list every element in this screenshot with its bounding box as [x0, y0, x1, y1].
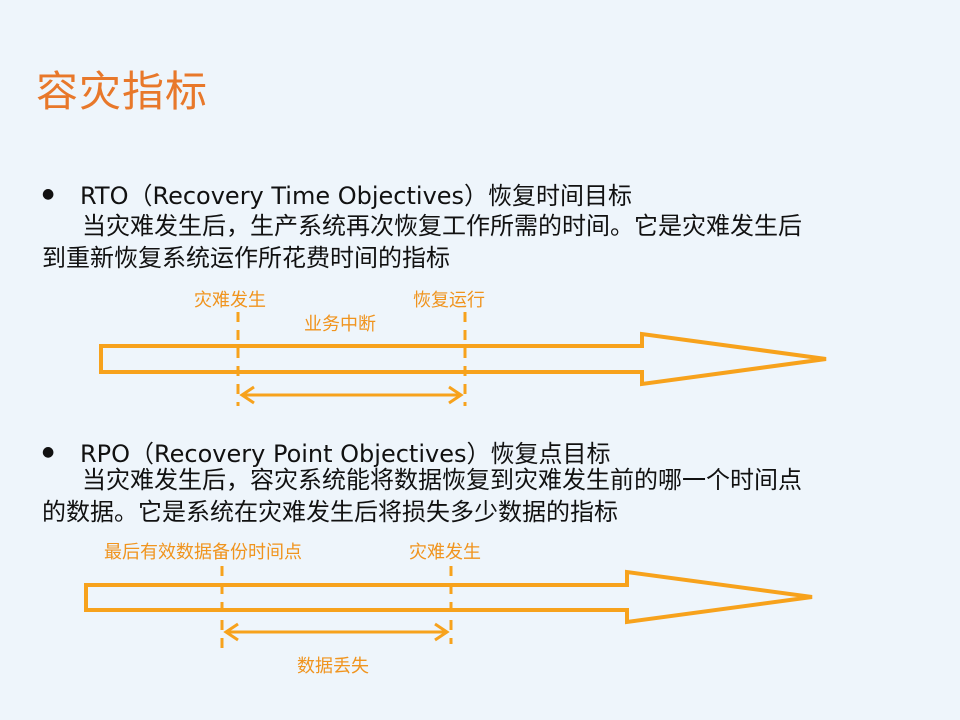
bullet-rto: ● — [42, 186, 55, 202]
rto-diagram — [99, 312, 827, 406]
rpo-line-2: 的数据。它是系统在灾难发生后将损失多少数据的指标 — [42, 498, 618, 526]
rpo-diagram — [84, 566, 813, 656]
rpo-interval-arrowhead-right — [434, 622, 450, 642]
rto-label-recover: 恢复运行 — [413, 290, 485, 311]
rpo-heading: RPO（Recovery Point Objectives）恢复点目标 — [80, 440, 611, 468]
rto-interval-arrowhead-left — [239, 385, 255, 405]
rto-timeline-arrow — [99, 331, 827, 387]
rpo-timeline-arrow — [84, 569, 813, 625]
rpo-interval-arrowhead-left — [223, 622, 239, 642]
bullet-rpo: ● — [42, 444, 55, 460]
slide-title: 容灾指标 — [36, 67, 209, 116]
rpo-label-backup: 最后有效数据备份时间点 — [104, 542, 302, 563]
rto-line-1: 当灾难发生后，生产系统再次恢复工作所需的时间。它是灾难发生后 — [82, 212, 802, 240]
rto-heading: RTO（Recovery Time Objectives）恢复时间目标 — [80, 182, 633, 210]
rto-line-2: 到重新恢复系统运作所花费时间的指标 — [42, 244, 450, 272]
rpo-description: 当灾难发生后，容灾系统能将数据恢复到灾难发生前的哪一个时间点 的数据。它是系统在… — [42, 464, 892, 528]
rto-interval-arrowhead-right — [448, 385, 464, 405]
rpo-label-loss: 数据丢失 — [297, 656, 369, 677]
rpo-label-disaster: 灾难发生 — [409, 542, 481, 563]
rto-description: 当灾难发生后，生产系统再次恢复工作所需的时间。它是灾难发生后 到重新恢复系统运作… — [42, 210, 892, 274]
rpo-line-1: 当灾难发生后，容灾系统能将数据恢复到灾难发生前的哪一个时间点 — [82, 466, 802, 494]
rto-label-disaster: 灾难发生 — [194, 290, 266, 311]
rto-label-interrupt: 业务中断 — [304, 314, 376, 335]
